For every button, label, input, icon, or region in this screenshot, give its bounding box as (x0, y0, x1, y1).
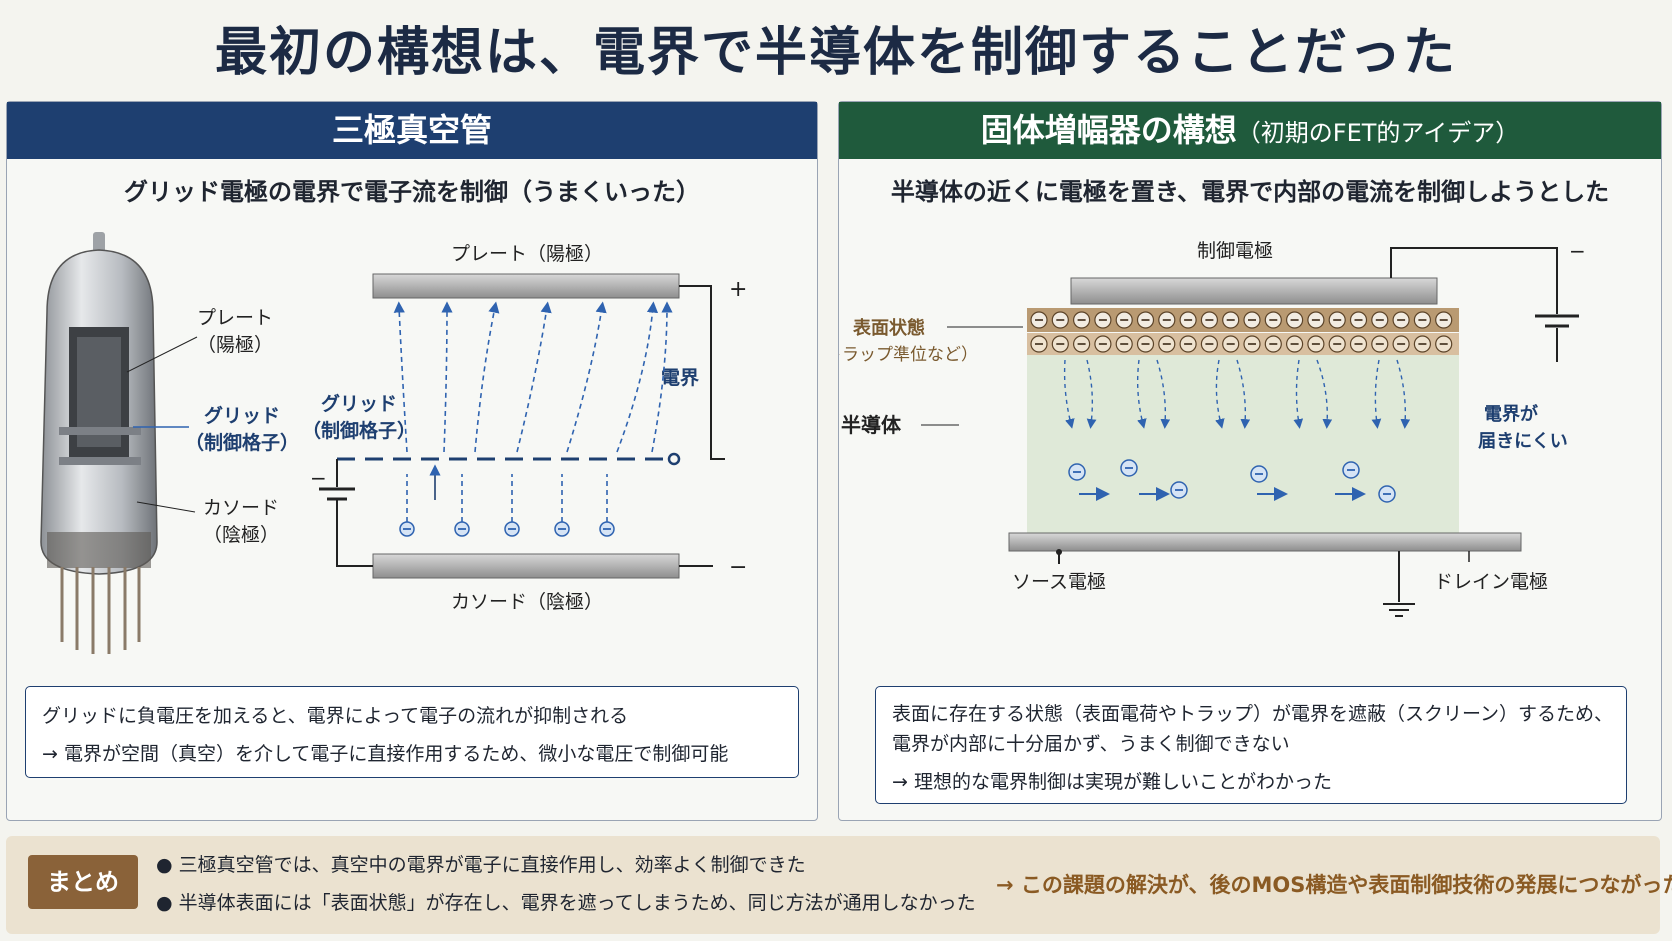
minus-sign-bottom: − (729, 555, 747, 580)
solid-state-subtitle: 半導体の近くに電極を置き、電界で内部の電流を制御しようとした (890, 178, 1610, 206)
tube-grid-label: グリッド (204, 404, 280, 427)
field-label: 電界 (661, 367, 699, 389)
summary-bullet-1: ● 三極真空管では、真空中の電界が電子に直接作用し、効率よく制御できた (156, 854, 806, 876)
field-line (616, 301, 659, 453)
vacuum-tube-image (40, 232, 198, 654)
solid-state-header-title: 固体増幅器の構想 (980, 111, 1237, 149)
tube-plate-label: プレート (197, 307, 273, 329)
bulk-electrons (1068, 459, 1396, 503)
solid-state-note: 表面に存在する状態（表面電荷やトラップ）が電界を遮蔽（スクリーン）するため、 電… (875, 686, 1627, 804)
field-weak-sublabel: 届きにくい (1478, 431, 1568, 452)
surface-state-layer-2 (1027, 333, 1459, 355)
page-title: 最初の構想は、電界で半導体を制御することだった (214, 23, 1457, 83)
vacuum-tube-diagram: プレート （陽極） グリッド （制御格子） カソード （陰極） プレート（陽極）… (40, 232, 747, 654)
summary-badge: まとめ (28, 855, 138, 909)
field-line (566, 301, 607, 453)
solid-state-panel: 固体増幅器の構想（初期のFET的アイデア） 半導体の近くに電極を置き、電界で内部… (838, 101, 1662, 821)
plate-electrode (372, 273, 680, 299)
weak-field-lines (1063, 359, 1411, 429)
field-line (393, 301, 408, 453)
summary-bullet-2: ● 半導体表面には「表面状態」が存在し、電界を遮ってしまうため、同じ方法が通用し… (156, 892, 976, 914)
source-label: ソース電極 (1012, 571, 1106, 593)
field-line (651, 301, 673, 453)
surface-charges (1030, 311, 1453, 353)
grid-terminal (667, 452, 681, 466)
surface-state-sublabel: （トラップ準位など） (839, 345, 978, 365)
semiconductor-label: 半導体 (841, 413, 902, 437)
tube-plate-sublabel: （陽極） (197, 334, 273, 356)
surface-state-label: 表面状態 (853, 317, 925, 339)
cathode-electrode (372, 553, 680, 579)
grid-label: グリッド (321, 392, 397, 415)
solid-note-line2: 電界が内部に十分届かず、うまく制御できない (892, 733, 1290, 755)
gate-label: 制御電極 (1197, 240, 1273, 262)
tube-grid-sublabel: （制御格子） (185, 431, 299, 454)
field-line (516, 301, 552, 453)
electrons (399, 521, 615, 537)
vacuum-tube-note: グリッドに負電圧を加えると、電界によって電子の流れが抑制される → 電界が空間（… (25, 686, 799, 778)
bottom-electrode (1008, 532, 1522, 552)
field-line (474, 301, 500, 453)
grid-sublabel: （制御格子） (302, 419, 416, 442)
tube-cathode-sublabel: （陰極） (203, 524, 279, 546)
semiconductor-body (1027, 355, 1459, 533)
tube-cathode-label: カソード (203, 497, 279, 519)
summary-conclusion: → この課題の解決が、後のMOS構造や表面制御技術の発展につながった (996, 873, 1672, 897)
plate-label: プレート（陽極） (451, 243, 603, 265)
vacuum-note-line1: グリッドに負電圧を加えると、電界によって電子の流れが抑制される (42, 705, 629, 727)
battery-minus: − (310, 466, 327, 490)
solid-note-line1: 表面に存在する状態（表面電荷やトラップ）が電界を遮蔽（スクリーン）するため、 (892, 703, 1614, 725)
vacuum-tube-subtitle: グリッド電極の電界で電子流を制御（うまくいった） (124, 178, 700, 206)
solid-state-header: 固体増幅器の構想（初期のFET的アイデア） (839, 102, 1661, 159)
vacuum-tube-header: 三極真空管 (7, 102, 817, 159)
summary-bar: まとめ ● 三極真空管では、真空中の電界が電子に直接作用し、効率よく制御できた … (6, 836, 1672, 934)
field-weak-label: 電界が (1484, 403, 1538, 425)
vacuum-tube-panel: 三極真空管 グリッド電極の電界で電子流を制御（うまくいった） (6, 101, 818, 821)
plus-sign: + (729, 277, 747, 302)
drain-label: ドレイン電極 (1434, 571, 1548, 593)
control-electrode (1070, 277, 1438, 305)
solid-note-line3: → 理想的な電界制御は実現が難しいことがわかった (892, 771, 1332, 793)
gate-minus: − (1569, 239, 1586, 263)
solid-state-header-sub: （初期のFET的アイデア） (1236, 119, 1520, 147)
solid-state-diagram: 制御電極 − (839, 239, 1586, 617)
cathode-label: カソード（陰極） (451, 591, 603, 613)
field-line (441, 301, 453, 453)
vacuum-note-line2: → 電界が空間（真空）を介して電子に直接作用するため、微小な電圧で制御可能 (42, 743, 729, 765)
